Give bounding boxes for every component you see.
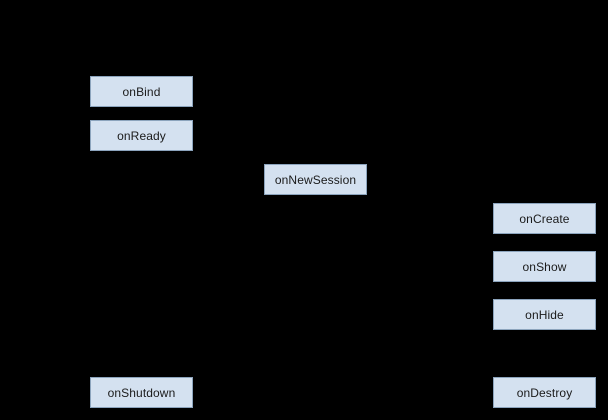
node-label: onReady (117, 128, 166, 143)
node-label: onShow (522, 259, 567, 274)
node-label: onNewSession (274, 172, 357, 187)
node-on-ready[interactable]: onReady (90, 120, 193, 151)
node-on-shutdown[interactable]: onShutdown (90, 377, 193, 408)
node-on-show[interactable]: onShow (493, 251, 596, 282)
node-on-create[interactable]: onCreate (493, 203, 596, 234)
node-label: onDestroy (516, 385, 573, 400)
node-label: onBind (122, 84, 161, 99)
node-label: onShutdown (107, 385, 176, 400)
node-on-new-session[interactable]: onNewSession (264, 164, 367, 195)
node-on-hide[interactable]: onHide (493, 299, 596, 330)
node-label: onHide (525, 307, 564, 322)
node-label: onCreate (519, 211, 570, 226)
node-on-destroy[interactable]: onDestroy (493, 377, 596, 408)
node-on-bind[interactable]: onBind (90, 76, 193, 107)
